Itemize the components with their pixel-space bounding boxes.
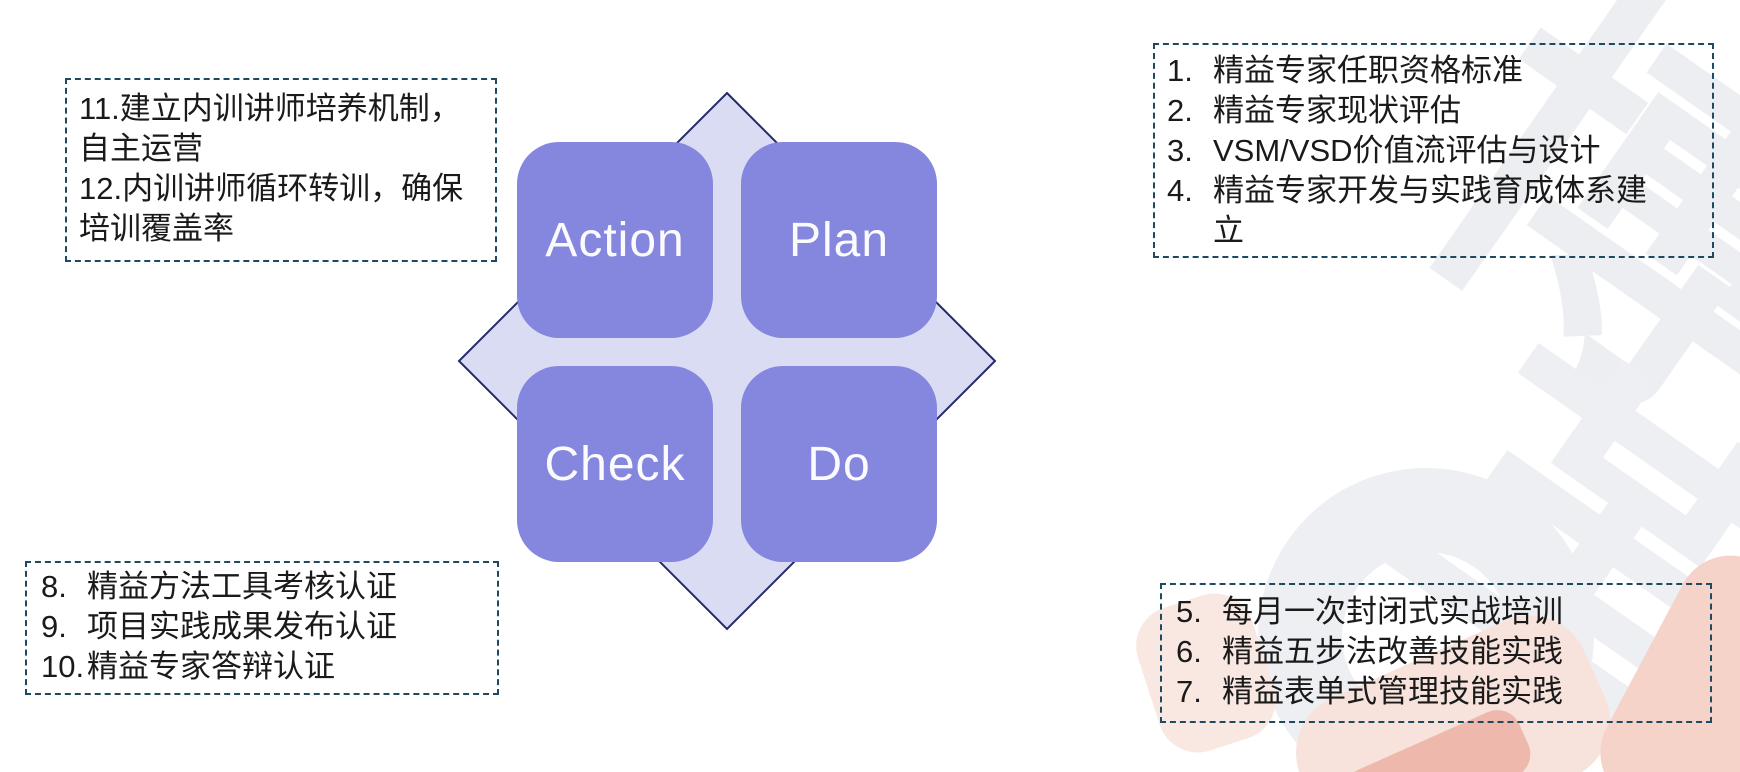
item-text: 精益专家答辩认证: [87, 649, 335, 684]
quadrant-do-label: Do: [807, 437, 871, 491]
note-line: 11.建立内训讲师培养机制，自主运营: [79, 91, 461, 166]
quadrant-plan: Plan: [741, 142, 937, 338]
note-list-item: 6. 精益五步法改善技能实践: [1176, 632, 1702, 672]
note-list-item: 5. 每月一次封闭式实战培训: [1176, 592, 1702, 632]
item-text: VSM/VSD价值流评估与设计: [1213, 133, 1601, 168]
note-list-item: 8. 精益方法工具考核认证: [41, 567, 489, 607]
item-number: 4.: [1167, 173, 1193, 208]
item-text: 项目实践成果发布认证: [87, 609, 397, 644]
item-number: 8.: [41, 569, 67, 604]
note-list-item: 3. VSM/VSD价值流评估与设计: [1167, 131, 1704, 171]
note-list-item: 1. 精益专家任职资格标准: [1167, 51, 1704, 91]
item-text: 精益专家开发与实践育成体系建立: [1213, 173, 1647, 248]
quadrant-plan-label: Plan: [788, 213, 890, 267]
item-number: 5.: [1176, 594, 1202, 629]
note-list-item: 2. 精益专家现状评估: [1167, 91, 1704, 131]
item-number: 9.: [41, 609, 67, 644]
quadrant-check: Check: [517, 366, 713, 562]
note-line: 12.内训讲师循环转训，确保培训覆盖率: [79, 171, 464, 246]
item-number: 6.: [1176, 634, 1202, 669]
item-text: 精益专家任职资格标准: [1213, 53, 1523, 88]
note-box-plan: 1. 精益专家任职资格标准 2. 精益专家现状评估 3. VSM/VSD价值流评…: [1153, 43, 1714, 258]
item-text: 每月一次封闭式实战培训: [1222, 594, 1563, 629]
note-list-item: 10. 精益专家答辩认证: [41, 647, 489, 687]
item-text: 精益方法工具考核认证: [87, 569, 397, 604]
note-box-do: 5. 每月一次封闭式实战培训 6. 精益五步法改善技能实践 7. 精益表单式管理…: [1160, 583, 1712, 723]
note-list-item: 7. 精益表单式管理技能实践: [1176, 672, 1702, 712]
quadrant-action-label: Action: [545, 213, 685, 267]
quadrant-check-label: Check: [544, 437, 686, 491]
note-list-item: 9. 项目实践成果发布认证: [41, 607, 489, 647]
item-number: 2.: [1167, 93, 1193, 128]
item-text: 精益表单式管理技能实践: [1222, 674, 1563, 709]
item-number: 10.: [41, 649, 85, 684]
item-number: 1.: [1167, 53, 1193, 88]
item-text: 精益专家现状评估: [1213, 93, 1461, 128]
note-box-action: 11.建立内训讲师培养机制，自主运营 12.内训讲师循环转训，确保培训覆盖率: [65, 78, 497, 262]
note-list-item: 4. 精益专家开发与实践育成体系建立: [1167, 171, 1704, 251]
quadrant-action: Action: [517, 142, 713, 338]
note-box-check: 8. 精益方法工具考核认证 9. 项目实践成果发布认证 10. 精益专家答辩认证: [25, 561, 499, 695]
item-text: 精益五步法改善技能实践: [1222, 634, 1563, 669]
quadrant-do: Do: [741, 366, 937, 562]
item-number: 3.: [1167, 133, 1193, 168]
item-number: 7.: [1176, 674, 1202, 709]
